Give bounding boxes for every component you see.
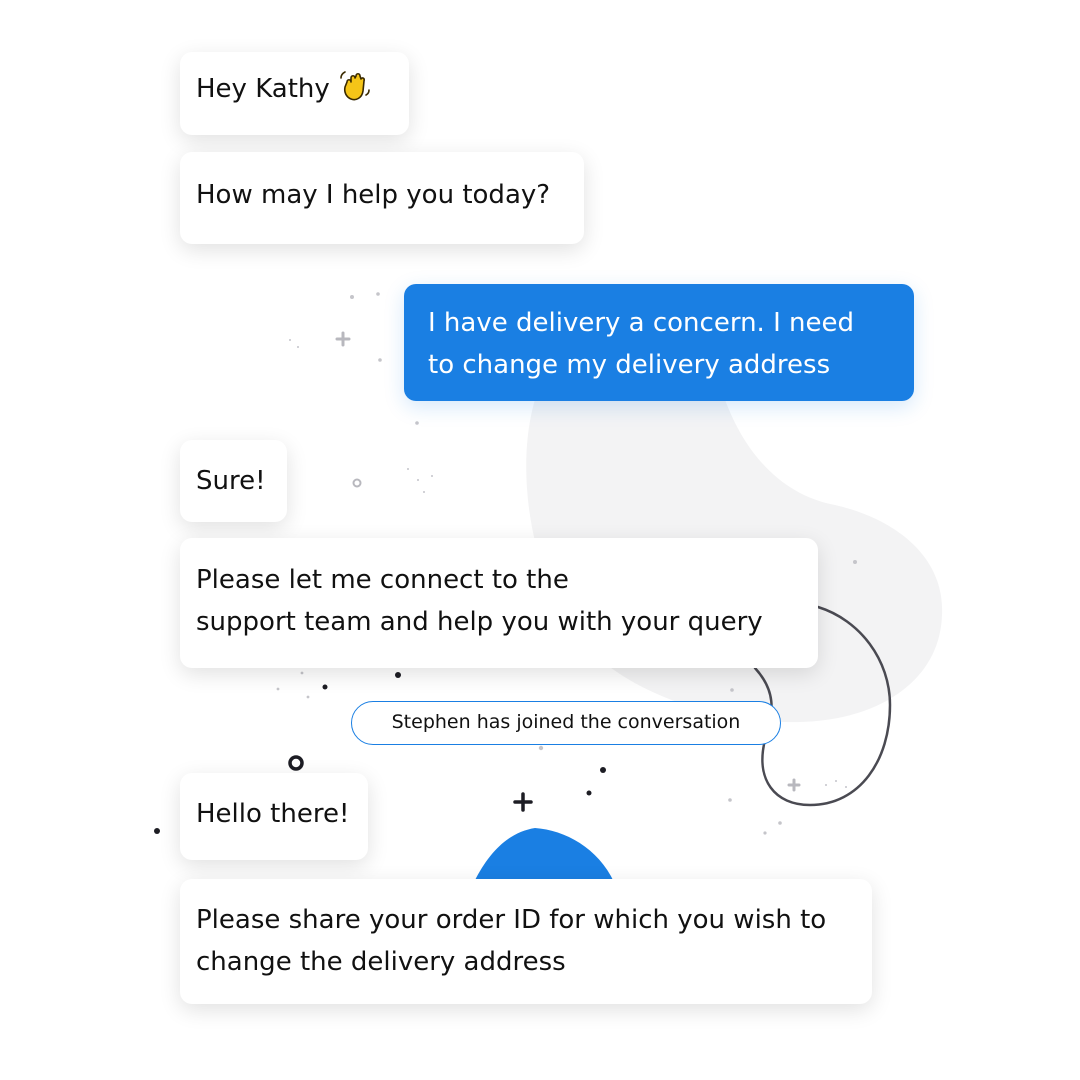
agent-message-connect: Please let me connect to the support tea… [180,538,818,668]
message-text: How may I help you today? [196,180,551,210]
gray-plus [335,331,351,347]
agent-message-order-id: Please share your order ID for which you… [180,879,872,1004]
waving-hand-icon [339,71,370,101]
message-text: Hey Kathy [196,74,330,104]
message-line: Please let me connect to the [196,565,569,595]
dark-plus [513,792,533,812]
system-notice-text: Stephen has joined the conversation [391,711,741,733]
dark-dots [154,672,606,834]
message-line: change the delivery address [196,947,566,977]
agent-message-help: How may I help you today? [180,152,584,244]
gray-plus [787,778,801,792]
agent-message-greeting: Hey Kathy [180,52,409,135]
agent-message-sure: Sure! [180,440,287,522]
message-line: to change my delivery address [428,350,831,380]
user-message-concern: I have delivery a concern. I need to cha… [404,284,914,401]
message-line: support team and help you with your quer… [196,607,763,637]
blue-blob [474,828,614,882]
gray-dots [276,292,857,835]
message-text: Hello there! [196,799,350,829]
system-notice-joined: Stephen has joined the conversation [351,701,781,745]
dark-ring [288,755,304,771]
message-line: I have delivery a concern. I need [428,308,854,338]
gray-ring [352,478,362,488]
message-text: Sure! [196,466,266,496]
agent-message-hello: Hello there! [180,773,368,860]
message-line: Please share your order ID for which you… [196,905,827,935]
